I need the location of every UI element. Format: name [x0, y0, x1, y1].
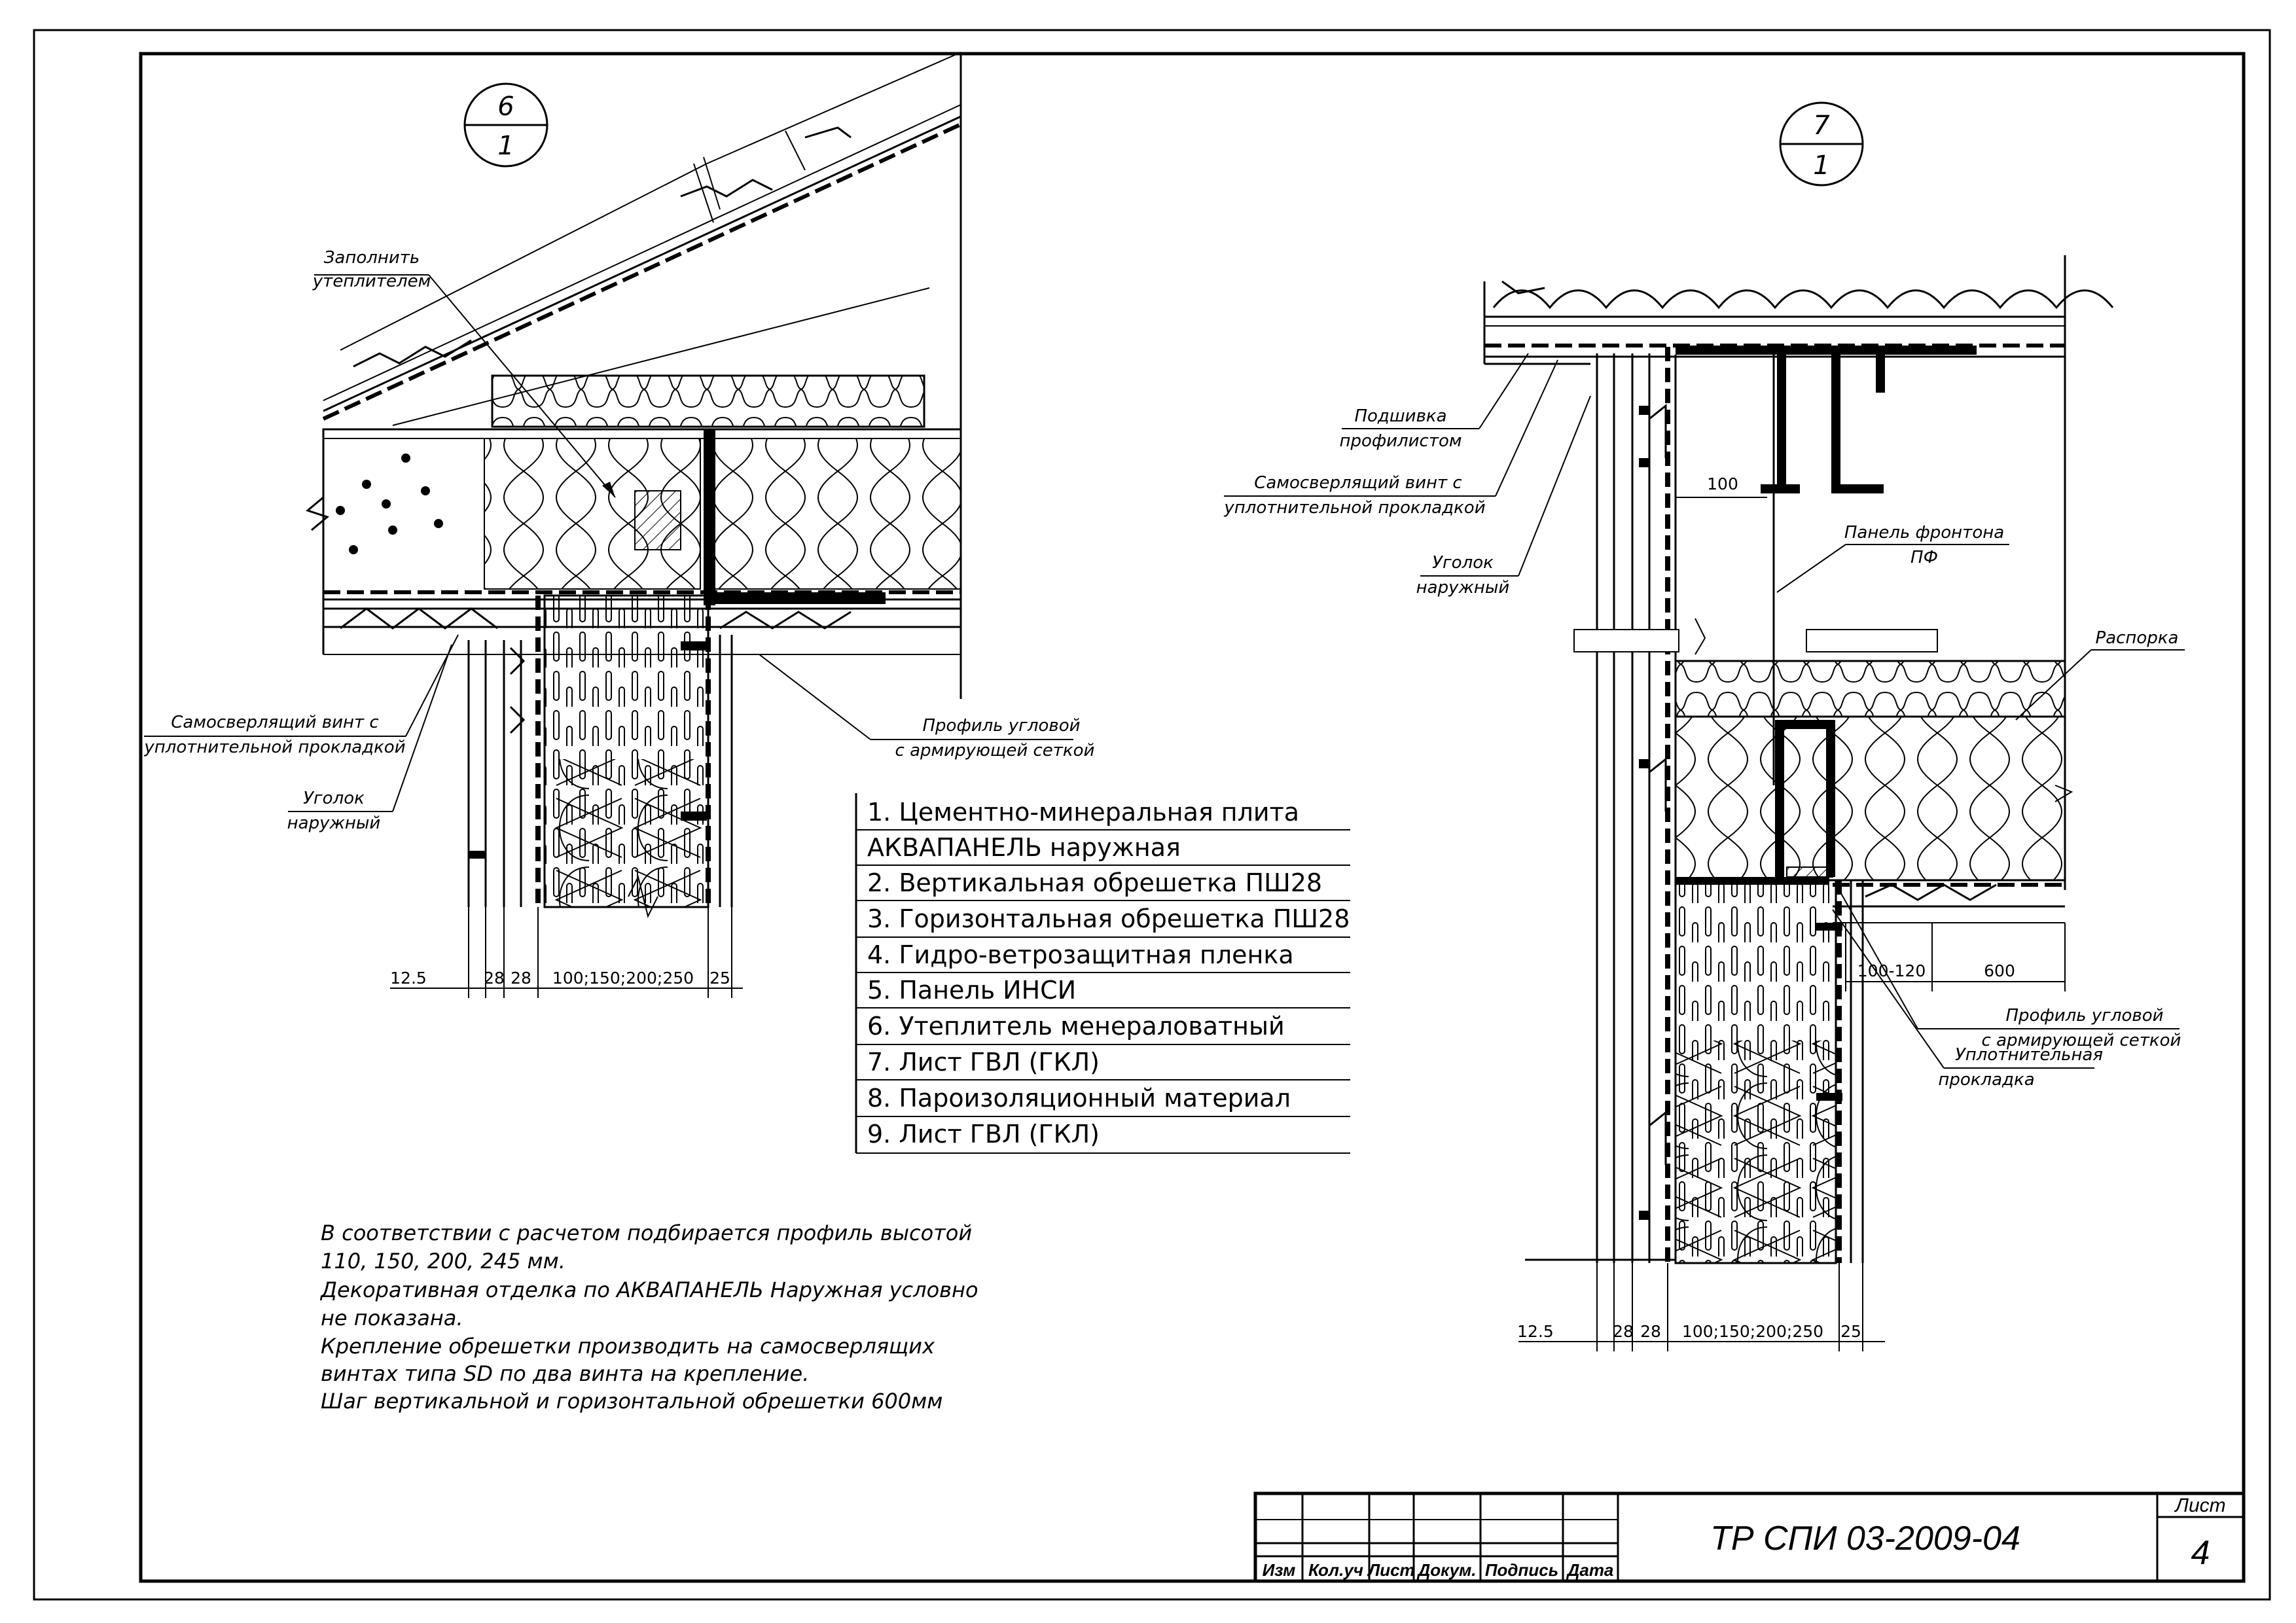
detail-7-soffit-line1: Подшивка: [1354, 406, 1446, 426]
note-line-7: Шаг вертикальной и горизонтальной обреше…: [321, 1389, 942, 1414]
detail-7-inner-dim-3: 600: [1984, 961, 2015, 980]
detail-7-gable-panel: [1674, 346, 1977, 785]
detail-6-dim-3: 28: [511, 969, 531, 988]
title-col-data: Дата: [1566, 1560, 1614, 1580]
outer-frame: [33, 29, 2271, 1601]
legend-row-5: 4. Гидро-ветрозащитная пленка: [867, 940, 1294, 969]
detail-7-strut-label: Распорка: [2096, 628, 2179, 648]
detail-7-dim-2: 28: [1613, 1322, 1634, 1341]
detail-7-insulation-top: [1674, 660, 2066, 718]
legend-row-1: 1. Цементно-минеральная плита: [867, 798, 1299, 827]
detail-7-gasket-line1: Уплотнительная: [1955, 1045, 2103, 1065]
note-line-1: В соответствии с расчетом подбирается пр…: [321, 1221, 972, 1245]
detail-7-soffit-line2: профилистом: [1339, 431, 1462, 451]
detail-7-gable-panel-line2: ПФ: [1910, 548, 1938, 567]
detail-7-dim-3: 28: [1640, 1322, 1661, 1341]
detail-6-dim-5: 25: [709, 969, 730, 988]
detail-7-wall: [1525, 347, 1938, 1264]
detail-7-corner-line2: наружный: [1416, 578, 1510, 597]
detail-7-bubble-bottom: 1: [1813, 151, 1829, 181]
detail-7-gable-panel-line1: Панель фронтона: [1844, 523, 2004, 543]
title-col-dokum: Докум.: [1416, 1560, 1476, 1580]
detail-7-leaders: [1224, 353, 2185, 1069]
note-line-3: Декоративная отделка по АКВАПАНЕЛЬ Наруж…: [319, 1277, 978, 1302]
note-line-4: не показана.: [321, 1306, 463, 1330]
inner-frame: [139, 52, 2246, 1583]
detail-6-bubble-top: 6: [497, 92, 514, 122]
detail-7-inner-dim-2: 100-120: [1857, 961, 1926, 980]
detail-6-corner-profile-line2: с армирующей сеткой: [895, 741, 1095, 760]
detail-6-bubble-bottom: 1: [497, 131, 514, 161]
detail-6-drawing: 6 1: [143, 52, 1094, 998]
detail-6-wall: [467, 429, 886, 918]
detail-6-beam: [305, 428, 962, 655]
detail-7-drawing: [1224, 101, 2185, 1351]
sheet-label: Лист: [2174, 1495, 2225, 1516]
legend-row-8: 7. Лист ГВЛ (ГКЛ): [867, 1048, 1100, 1077]
legend-table: [855, 793, 1350, 1154]
legend-row-4: 3. Горизонтальная обрешетка ПШ28: [867, 904, 1350, 933]
detail-7-inner-dim-1: 100: [1707, 474, 1738, 493]
detail-7-bubble-top: 7: [1813, 111, 1830, 141]
title-col-izm: Изм: [1263, 1560, 1296, 1580]
drawing-designation: ТР СПИ 03-2009-04: [1710, 1520, 2020, 1558]
detail-7-dimension-chain: [1518, 1263, 1885, 1351]
title-col-list: Лист: [1367, 1560, 1414, 1580]
detail-6-corner-profile-line1: Профиль угловой: [923, 716, 1081, 736]
detail-7-screw-line2: уплотнительной прокладкой: [1223, 498, 1485, 518]
detail-6-dim-4: 100;150;200;250: [552, 969, 694, 988]
sheet-number: 4: [2191, 1534, 2210, 1572]
detail-7-screw-line1: Самосверлящий винт с: [1254, 473, 1462, 493]
legend-row-3: 2. Вертикальная обрешетка ПШ28: [867, 868, 1322, 897]
detail-7-corner-profile-line1: Профиль угловой: [2006, 1006, 2164, 1026]
legend-row-10: 9. Лист ГВЛ (ГКЛ): [867, 1120, 1100, 1149]
detail-6-fill-insulation-line1: Заполнить: [324, 248, 420, 268]
title-block: [1253, 1491, 2246, 1583]
detail-6-corner-line1: Уголок: [303, 789, 365, 808]
detail-7-dim-1: 12.5: [1517, 1322, 1554, 1341]
legend-row-7: 6. Утеплитель менераловатный: [867, 1012, 1285, 1041]
detail-6-screw-line2: уплотнительной прокладкой: [143, 738, 405, 757]
detail-6-dim-1: 12.5: [390, 969, 427, 988]
note-line-6: винтах типа SD по два винта на крепление…: [321, 1361, 809, 1386]
title-col-podpis: Подпись: [1485, 1560, 1558, 1580]
detail-7-corner-profile-line2: с армирующей сеткой: [1982, 1031, 2181, 1050]
legend-row-9: 8. Пароизоляционный материал: [867, 1084, 1291, 1113]
detail-6-screw-line1: Самосверлящий винт с: [171, 713, 378, 732]
detail-6-fill-insulation-line2: утеплителем: [312, 272, 431, 291]
detail-6-insulation-top: [491, 374, 925, 428]
detail-7-dim-4: 100;150;200;250: [1682, 1322, 1823, 1341]
roof-slope: [322, 52, 962, 426]
legend-row-6: 5. Панель ИНСИ: [867, 976, 1076, 1005]
detail-7-beam: [1674, 715, 2073, 1101]
detail-6-corner-line2: наружный: [287, 813, 381, 833]
detail-6-dim-2: 28: [484, 969, 505, 988]
detail-7-inner-dimension: [1676, 497, 2066, 991]
note-line-5: Крепление обрешетки производить на самос…: [321, 1334, 935, 1359]
detail-7-dim-5: 25: [1840, 1322, 1861, 1341]
detail-6-dimension-chain: [390, 907, 743, 998]
detail-7-corner-line1: Уголок: [1432, 553, 1494, 573]
legend-row-2: АКВАПАНЕЛЬ наружная: [867, 833, 1181, 862]
title-col-kol-uch: Кол.уч: [1308, 1560, 1363, 1580]
note-line-2: 110, 150, 200, 245 мм.: [321, 1249, 565, 1274]
detail-6-leaders: [144, 274, 1073, 812]
detail-7-gasket-line2: прокладка: [1938, 1070, 2034, 1090]
